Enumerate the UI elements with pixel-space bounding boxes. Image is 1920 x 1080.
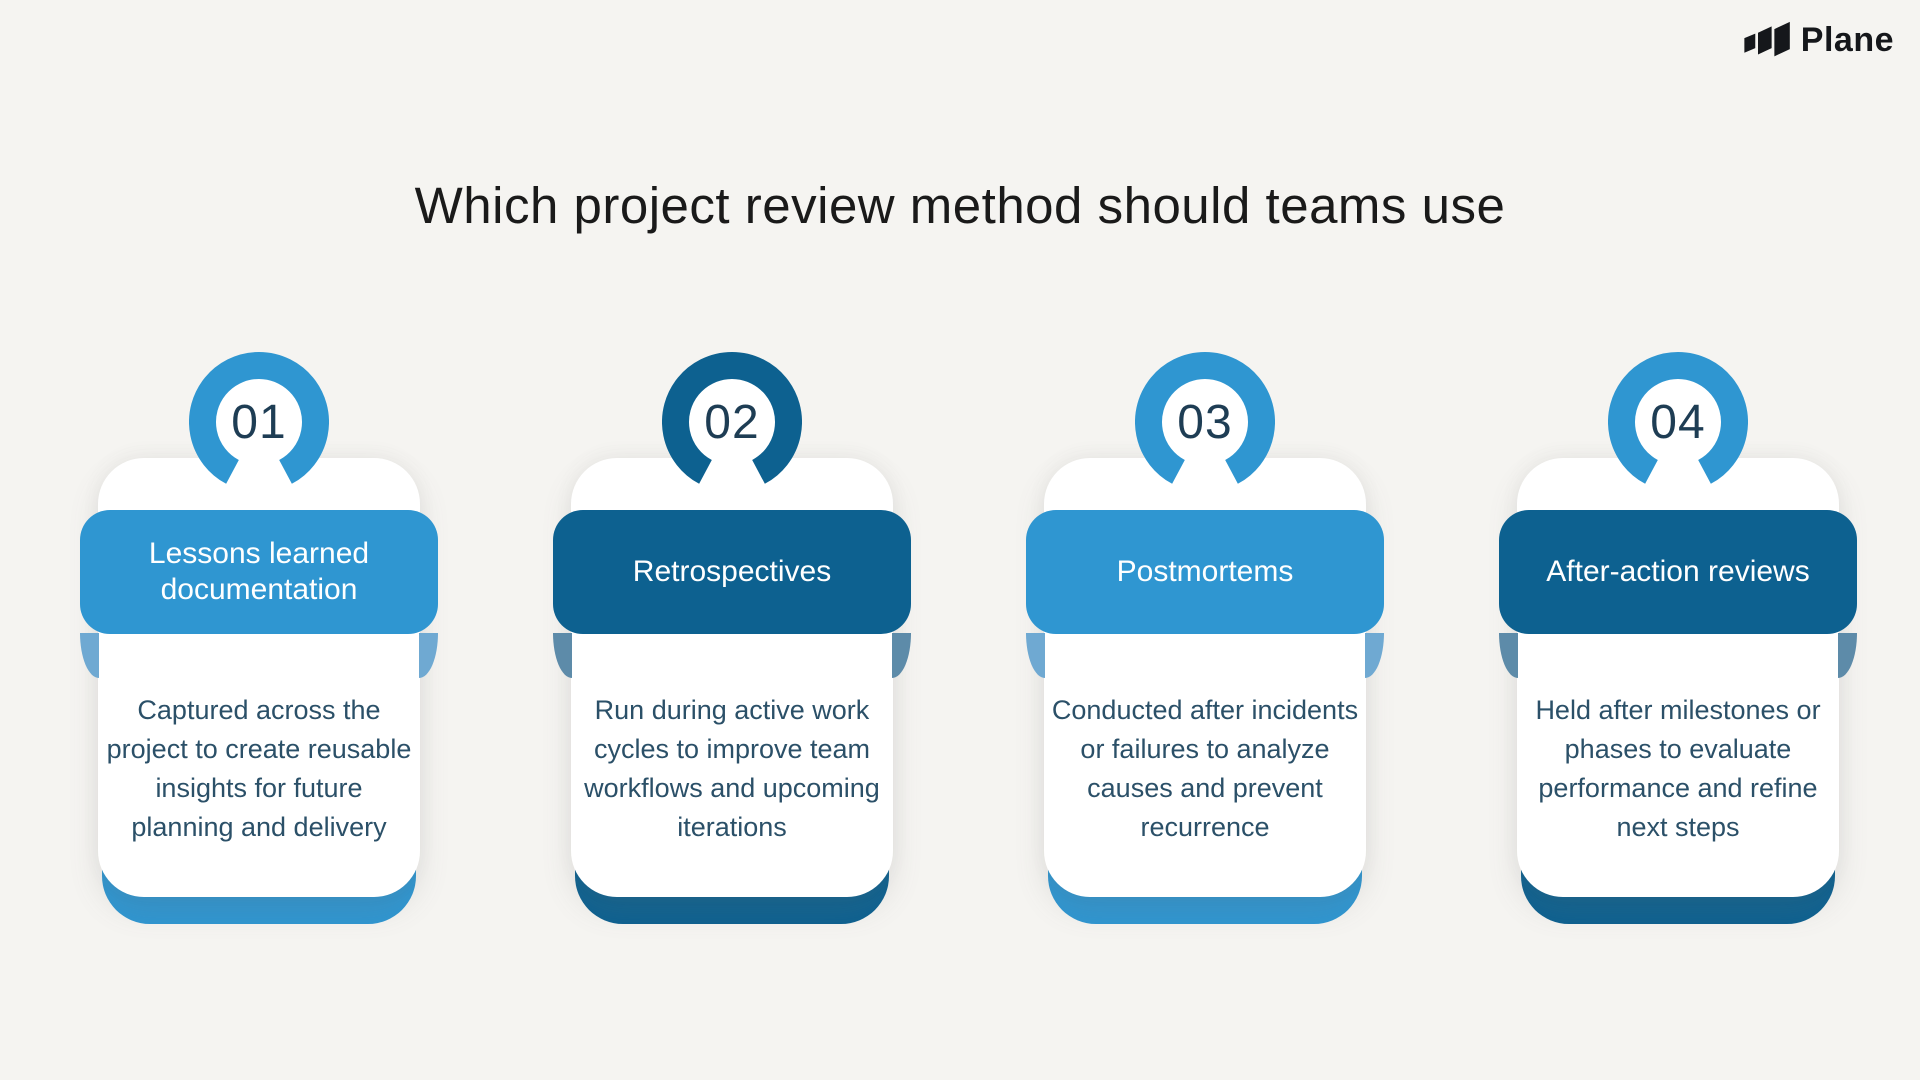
ribbon-fold-left	[80, 633, 99, 678]
ribbon-fold-right	[1365, 633, 1384, 678]
card-description: Run during active work cycles to improve…	[584, 695, 880, 842]
ribbon-fold-left	[1026, 633, 1045, 678]
step-number-ring-icon	[1135, 352, 1275, 484]
page-title: Which project review method should teams…	[414, 177, 1506, 234]
cards-row: Lessons learned documentation 01 Capture…	[0, 352, 1920, 924]
card-description: Held after milestones or phases to evalu…	[1535, 695, 1821, 842]
ribbon-fold-right	[419, 633, 438, 678]
review-method-card-1: Lessons learned documentation 01 Capture…	[80, 352, 438, 924]
step-number-ring-icon	[189, 352, 329, 484]
brand-logo: Plane	[1744, 20, 1894, 60]
review-method-card-3: Postmortems 03 Conducted after incidents…	[1026, 352, 1384, 924]
step-number: 02	[704, 395, 760, 449]
card-title: Retrospectives	[632, 555, 832, 588]
ribbon-fold-left	[553, 633, 572, 678]
step-number: 04	[1650, 395, 1706, 449]
card-title: Postmortems	[1116, 555, 1294, 588]
step-number: 03	[1177, 395, 1233, 449]
ribbon-fold-left	[1499, 633, 1518, 678]
review-method-card-4: After-action reviews 04 Held after miles…	[1499, 352, 1857, 924]
step-number-ring-icon	[662, 352, 802, 484]
ribbon-fold-right	[1838, 633, 1857, 678]
step-number: 01	[231, 395, 287, 449]
brand-name: Plane	[1800, 20, 1894, 59]
plane-logo-icon	[1744, 21, 1790, 57]
step-number-ring-icon	[1608, 352, 1748, 484]
review-method-card-2: Retrospectives 02 Run during active work…	[553, 352, 911, 924]
card-description: Conducted after incidents or failures to…	[1051, 695, 1359, 842]
card-description: Captured across the project to create re…	[106, 695, 412, 842]
ribbon-fold-right	[892, 633, 911, 678]
card-header: Lessons learned documentation	[80, 510, 438, 634]
card-header: After-action reviews	[1499, 510, 1857, 634]
card-title: After-action reviews	[1546, 555, 1810, 588]
card-title: Lessons learned documentation	[148, 537, 370, 606]
card-header: Postmortems	[1026, 510, 1384, 634]
card-header: Retrospectives	[553, 510, 911, 634]
